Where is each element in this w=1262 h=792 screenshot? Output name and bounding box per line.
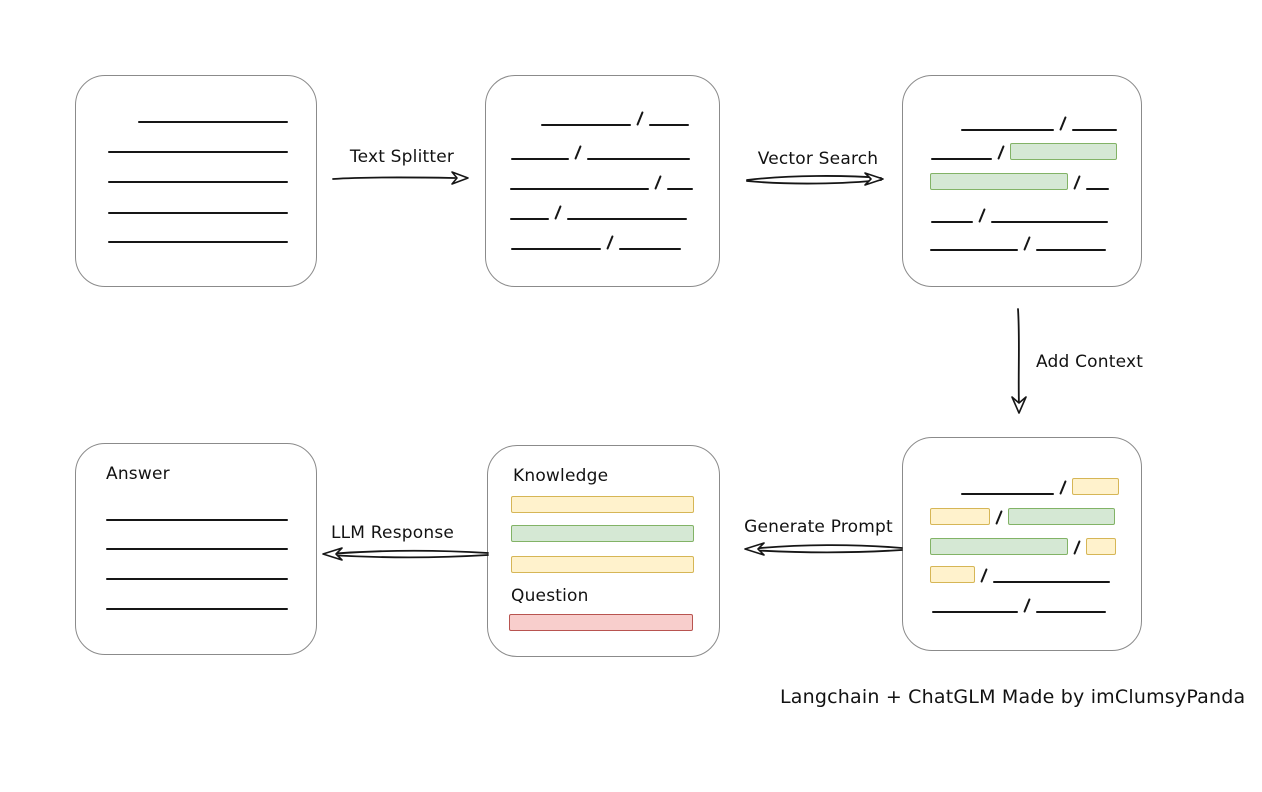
chunk-highlight-green bbox=[1010, 143, 1117, 160]
text-line bbox=[106, 519, 288, 521]
text-line bbox=[108, 241, 288, 243]
text-line bbox=[510, 188, 649, 190]
chunk-highlight-yellow bbox=[930, 566, 975, 583]
text-line bbox=[930, 249, 1018, 251]
chunk-row bbox=[930, 507, 1115, 525]
text-line bbox=[587, 158, 690, 160]
slash-mark bbox=[574, 145, 582, 160]
text-line bbox=[1072, 129, 1117, 131]
llm-response-label: LLM Response bbox=[330, 523, 455, 543]
answer-box: Answer bbox=[75, 443, 317, 655]
chunk-row bbox=[930, 565, 1110, 583]
slash-mark bbox=[606, 235, 614, 250]
text-line bbox=[931, 158, 992, 160]
text-line bbox=[649, 124, 689, 126]
knowledge-bar-yellow bbox=[511, 556, 694, 573]
slash-mark bbox=[636, 111, 644, 126]
caption: Langchain + ChatGLM Made by imClumsyPand… bbox=[780, 686, 1246, 708]
vector-search-label: Vector Search bbox=[757, 149, 879, 169]
knowledge-bar-yellow bbox=[511, 496, 694, 513]
text-line bbox=[619, 248, 681, 250]
slash-mark bbox=[1073, 175, 1081, 190]
chunk-highlight-yellow bbox=[1086, 538, 1116, 555]
text-line bbox=[108, 181, 288, 183]
knowledge-label: Knowledge bbox=[513, 466, 609, 486]
text-line bbox=[567, 218, 687, 220]
chunk-highlight-yellow bbox=[1072, 478, 1119, 495]
slash-mark bbox=[980, 568, 988, 583]
slash-mark bbox=[995, 510, 1003, 525]
chunk-highlight-green bbox=[930, 538, 1068, 555]
slash-mark bbox=[1073, 540, 1081, 555]
chunk-highlight-green bbox=[930, 173, 1068, 190]
document-box bbox=[75, 75, 317, 287]
knowledge-bar-green bbox=[511, 525, 694, 542]
text-line bbox=[931, 221, 973, 223]
text-line bbox=[108, 212, 288, 214]
chunk-row bbox=[961, 113, 1117, 131]
slash-mark bbox=[1059, 480, 1067, 495]
slash-mark bbox=[1023, 598, 1031, 613]
text-line bbox=[138, 121, 288, 123]
text-line bbox=[961, 493, 1054, 495]
text-line bbox=[667, 188, 693, 190]
chunk-row bbox=[541, 108, 689, 126]
context-chunks-box bbox=[902, 437, 1142, 651]
text-splitter-arrow bbox=[332, 171, 469, 185]
question-label: Question bbox=[511, 586, 589, 606]
chunk-row bbox=[511, 142, 690, 160]
chunk-row bbox=[511, 232, 681, 250]
text-line bbox=[993, 581, 1110, 583]
question-bar-red bbox=[509, 614, 693, 631]
chunk-highlight-yellow bbox=[930, 508, 990, 525]
chunk-row bbox=[932, 595, 1106, 613]
text-line bbox=[1036, 611, 1106, 613]
vector-search-arrow bbox=[746, 172, 884, 186]
slash-mark bbox=[1023, 236, 1031, 251]
slash-mark bbox=[554, 205, 562, 220]
generate-prompt-arrow bbox=[744, 542, 903, 556]
chunk-row bbox=[930, 233, 1106, 251]
answer-label: Answer bbox=[106, 464, 170, 484]
slash-mark bbox=[997, 145, 1005, 160]
text-line bbox=[108, 151, 288, 153]
chunk-row bbox=[931, 142, 1117, 160]
prompt-box: Knowledge Question bbox=[487, 445, 720, 657]
text-splitter-label: Text Splitter bbox=[349, 147, 455, 167]
chunk-row bbox=[961, 477, 1119, 495]
text-line bbox=[991, 221, 1108, 223]
text-line bbox=[932, 611, 1018, 613]
slash-mark bbox=[1059, 116, 1067, 131]
add-context-label: Add Context bbox=[1036, 352, 1144, 372]
text-line bbox=[106, 548, 288, 550]
text-line bbox=[106, 608, 288, 610]
generate-prompt-label: Generate Prompt bbox=[744, 517, 893, 537]
chunk-row bbox=[930, 537, 1116, 555]
chunk-row bbox=[931, 205, 1108, 223]
text-line bbox=[511, 158, 569, 160]
text-line bbox=[1036, 249, 1106, 251]
slash-mark bbox=[654, 175, 662, 190]
text-line bbox=[510, 218, 549, 220]
llm-response-arrow bbox=[322, 547, 489, 561]
text-line bbox=[511, 248, 601, 250]
slash-mark bbox=[978, 208, 986, 223]
chunk-row bbox=[930, 172, 1109, 190]
retrieved-chunks-box bbox=[902, 75, 1142, 287]
text-line bbox=[961, 129, 1054, 131]
add-context-arrow bbox=[1011, 308, 1027, 414]
chunks-box bbox=[485, 75, 720, 287]
chunk-row bbox=[510, 202, 687, 220]
text-line bbox=[541, 124, 631, 126]
chunk-row bbox=[510, 172, 693, 190]
text-line bbox=[1086, 188, 1109, 190]
chunk-highlight-green bbox=[1008, 508, 1115, 525]
text-line bbox=[106, 578, 288, 580]
